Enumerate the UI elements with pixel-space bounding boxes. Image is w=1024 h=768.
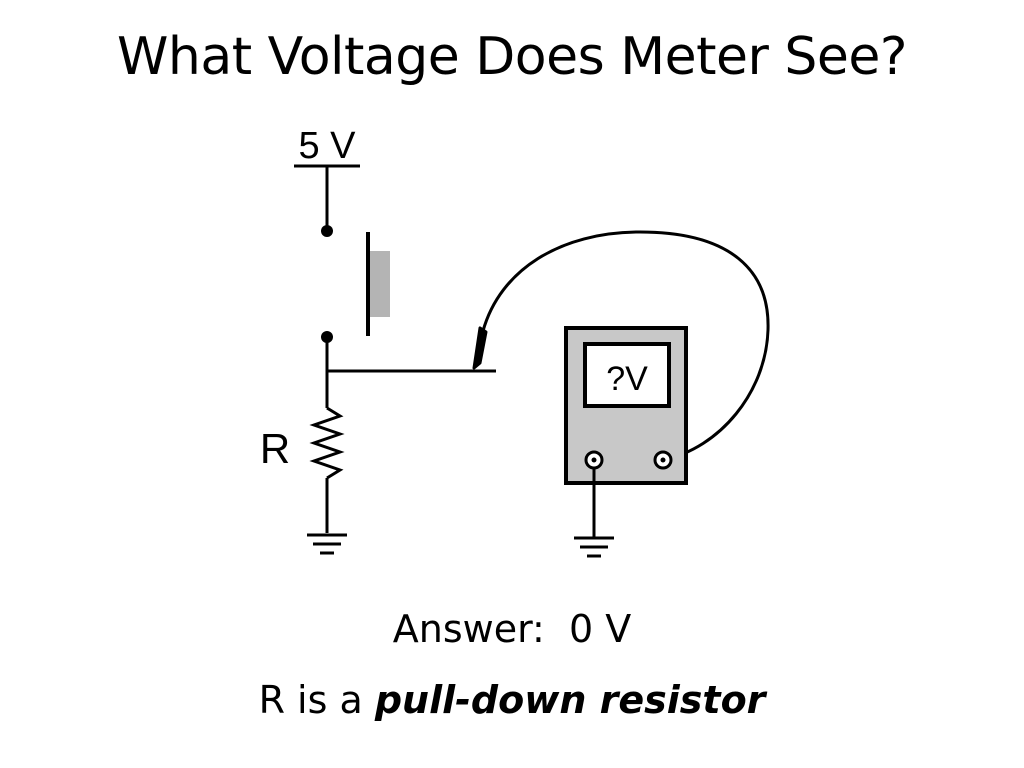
answer-label: Answer: (392, 607, 545, 651)
answer-line: Answer: 0 V (0, 604, 1024, 654)
switch-top-contact (321, 225, 333, 237)
multimeter[interactable]: ?V (564, 326, 688, 485)
explanation-emphasis: pull-down resistor (374, 678, 766, 722)
multimeter-reading: ?V (606, 360, 648, 398)
explanation-prefix: R is a (258, 678, 363, 722)
resistor-label: R (260, 425, 290, 472)
pull-down-resistor (309, 406, 345, 480)
slide-title: What Voltage Does Meter See? (117, 27, 907, 87)
ground-symbol-meter (574, 536, 614, 558)
supply-voltage-label: 5 V (298, 125, 356, 167)
answer-value: 0 V (569, 607, 632, 651)
multimeter-display (583, 342, 671, 408)
meter-probe-tip[interactable] (472, 326, 488, 370)
explanation-line: R is a pull-down resistor (0, 675, 1024, 725)
switch-button[interactable] (370, 251, 390, 317)
ground-symbol-resistor (307, 533, 347, 555)
meter-probe-cable (481, 230, 770, 462)
